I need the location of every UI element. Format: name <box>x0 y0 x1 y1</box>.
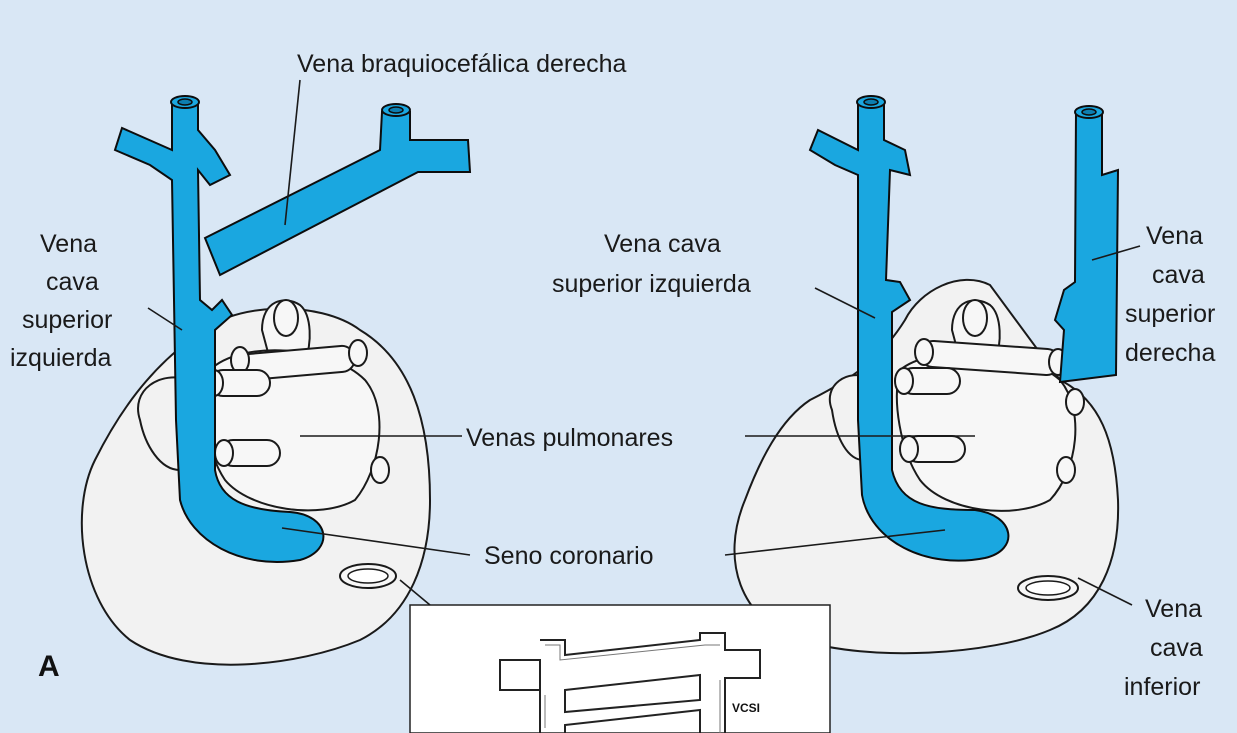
label-right-vcsi-2: superior izquierda <box>552 270 751 298</box>
label-venas-pulmonares: Venas pulmonares <box>466 424 673 452</box>
label-vci-3: inferior <box>1124 673 1200 701</box>
label-vcsd-2: cava <box>1152 261 1205 289</box>
panel-letter: A <box>38 650 60 683</box>
label-vena-braquiocefalica-derecha: Vena braquiocefálica derecha <box>297 50 627 78</box>
label-vci-1: Vena <box>1145 595 1202 623</box>
label-left-vcsi-2: cava <box>46 268 99 296</box>
label-left-vcsi-4: izquierda <box>10 344 112 372</box>
label-right-vcsi-1: Vena cava <box>604 230 721 258</box>
inset-schematic: VCSI <box>410 605 830 733</box>
label-vcsd-1: Vena <box>1146 222 1203 250</box>
label-left-vcsi-3: superior <box>22 306 112 334</box>
label-seno-coronario: Seno coronario <box>484 542 654 570</box>
inset-frame <box>410 605 830 733</box>
label-left-vcsi-1: Vena <box>40 230 97 258</box>
label-vcsd-4: derecha <box>1125 339 1215 367</box>
label-vci-2: cava <box>1150 634 1203 662</box>
inset-label-vcsi: VCSI <box>732 701 760 715</box>
label-vcsd-3: superior <box>1125 300 1215 328</box>
